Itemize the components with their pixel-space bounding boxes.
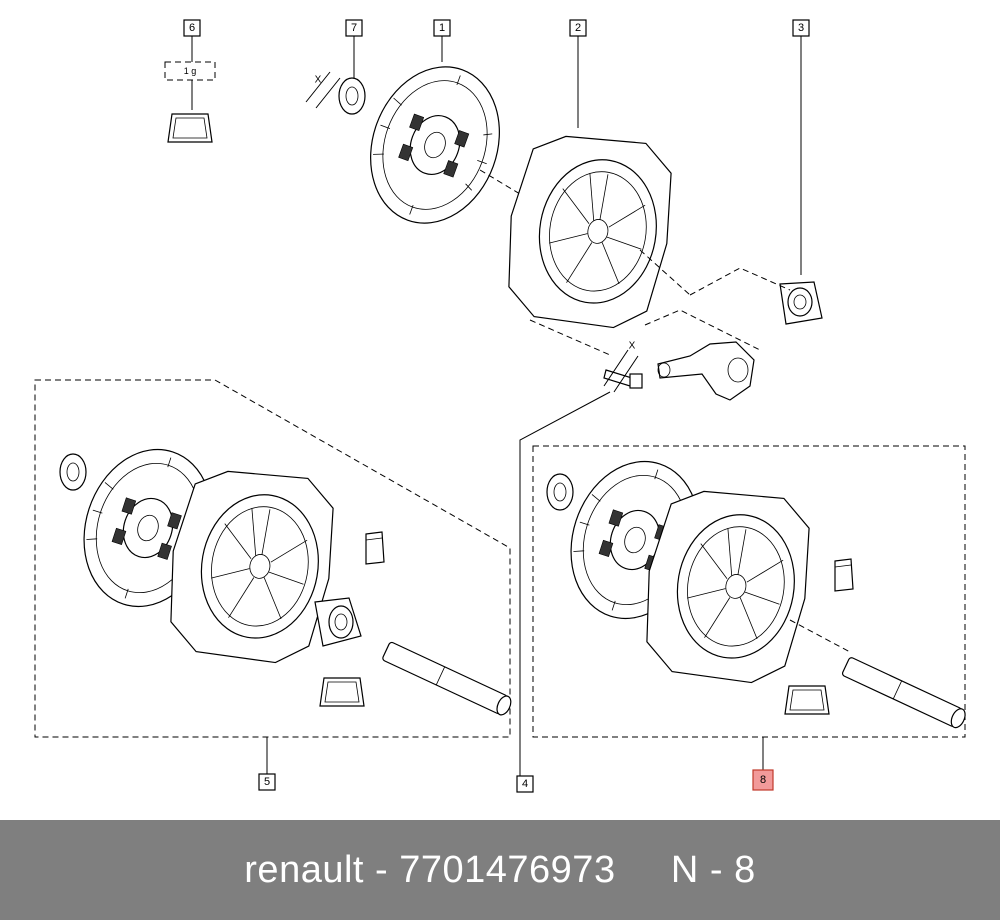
spacer-ring-icon — [338, 77, 366, 115]
kit5-release-bearing-icon — [314, 597, 362, 647]
svg-text:5: 5 — [264, 776, 270, 788]
kit-5-frame — [34, 379, 511, 738]
part-label-8: 8 — [752, 769, 774, 791]
dimension-x-2: X — [629, 341, 636, 352]
kit-8-frame — [532, 445, 966, 738]
svg-text:6: 6 — [189, 22, 195, 34]
part-label-3: 3 — [792, 19, 810, 37]
release-fork-icon — [657, 341, 755, 401]
release-bearing-icon — [779, 281, 823, 325]
kit5-sachet-icon — [365, 531, 385, 565]
kit8-spacer-ring-icon — [546, 473, 574, 511]
part-label-1: 1 — [433, 19, 451, 37]
svg-text:4: 4 — [522, 778, 528, 790]
kit5-spacer-ring-icon — [59, 453, 87, 491]
part-label-5: 5 — [258, 773, 276, 791]
kit8-grease-packet-icon — [784, 685, 830, 715]
svg-text:1: 1 — [439, 22, 445, 34]
svg-text:7: 7 — [351, 22, 357, 34]
bolt-icon — [603, 369, 643, 389]
svg-text:3: 3 — [798, 22, 804, 34]
clutch-disc-icon — [348, 48, 522, 242]
footer-caption: renault - 7701476973 N - 8 — [244, 848, 756, 891]
grease-quantity: 1 g — [184, 66, 197, 76]
part-label-7: 7 — [345, 19, 363, 37]
dimension-x-1: X — [315, 75, 322, 86]
footer-bar: renault - 7701476973 N - 8 — [0, 820, 1000, 920]
part-label-2: 2 — [569, 19, 587, 37]
grease-packet-icon — [167, 113, 213, 143]
part-label-4: 4 — [516, 775, 534, 793]
svg-text:8: 8 — [760, 774, 766, 786]
part-label-6: 6 — [183, 19, 201, 37]
exploded-parts-diagram: 6 1 g 7 X 1 2 3 — [34, 19, 966, 793]
kit8-sachet-icon — [834, 558, 854, 592]
kit5-alignment-tool-icon — [382, 641, 512, 716]
kit5-grease-packet-icon — [319, 677, 365, 707]
svg-text:2: 2 — [575, 22, 581, 34]
kit8-alignment-tool-icon — [841, 657, 966, 729]
pressure-plate-icon — [494, 121, 684, 338]
